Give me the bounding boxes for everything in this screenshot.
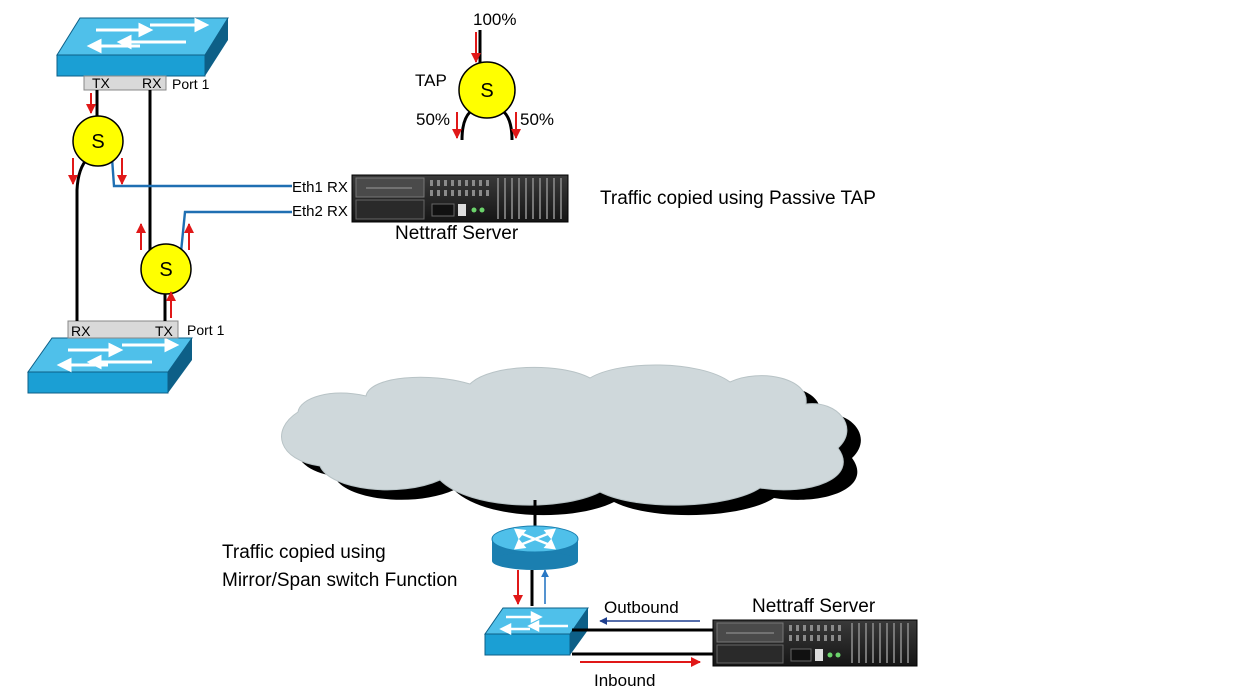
eth1-link	[110, 157, 292, 188]
server-front-slats	[497, 178, 562, 219]
router	[491, 525, 579, 570]
upper-splitter: S	[72, 115, 124, 167]
switch-arrows-icon	[86, 17, 210, 54]
router-arrows-icon	[513, 528, 557, 550]
lower-splitter-symbol: S	[159, 259, 172, 281]
inbound-label: Inbound	[594, 671, 655, 690]
tap-monitor-links	[110, 157, 292, 253]
lower-splitter: S	[140, 243, 192, 295]
switch-arrows-icon	[499, 610, 568, 636]
tap-right-percent: 50%	[520, 110, 554, 129]
tap-splitter-symbol: S	[480, 80, 493, 102]
bottom-tx-label: TX	[155, 323, 174, 339]
span-caption-line1: Traffic copied using	[222, 542, 386, 563]
span-server	[712, 619, 918, 667]
network-cloud	[281, 364, 861, 516]
passive-tap-caption: Traffic copied using Passive TAP	[600, 188, 876, 209]
upper-splitter-symbol: S	[91, 131, 104, 153]
server-vent-grid	[430, 180, 489, 196]
tap-traffic-arrows	[68, 93, 194, 318]
span-switch	[484, 607, 589, 656]
eth2-label: Eth2 RX	[292, 203, 348, 220]
span-caption-line2: Mirror/Span switch Function	[222, 570, 457, 591]
span-server-label: Nettraff Server	[752, 596, 876, 617]
top-rx-label: RX	[142, 75, 162, 91]
eth2-link	[179, 210, 292, 253]
server-front-slats	[851, 623, 909, 663]
server-vent-grid	[789, 625, 841, 641]
outbound-label: Outbound	[604, 598, 679, 617]
bottom-rx-label: RX	[71, 323, 91, 339]
top-port-strip: TX RX Port 1	[83, 75, 210, 92]
tap-splitter: S	[458, 61, 516, 119]
switch-arrows-icon	[56, 337, 180, 373]
tap-server-label: Nettraff Server	[395, 223, 519, 244]
tap-input-percent: 100%	[473, 10, 516, 29]
bottom-switch	[27, 337, 193, 394]
tap-label: TAP	[415, 71, 447, 90]
eth1-label: Eth1 RX	[292, 179, 348, 196]
top-port-label: Port 1	[172, 76, 210, 92]
bottom-port-strip: RX TX Port 1	[67, 320, 225, 339]
tap-server	[351, 174, 569, 223]
tap-legend: 100% TAP S 50% 50%	[415, 10, 554, 141]
top-switch	[56, 17, 229, 77]
top-tx-label: TX	[92, 75, 111, 91]
bottom-port-label: Port 1	[187, 322, 225, 338]
tap-left-percent: 50%	[416, 110, 450, 129]
